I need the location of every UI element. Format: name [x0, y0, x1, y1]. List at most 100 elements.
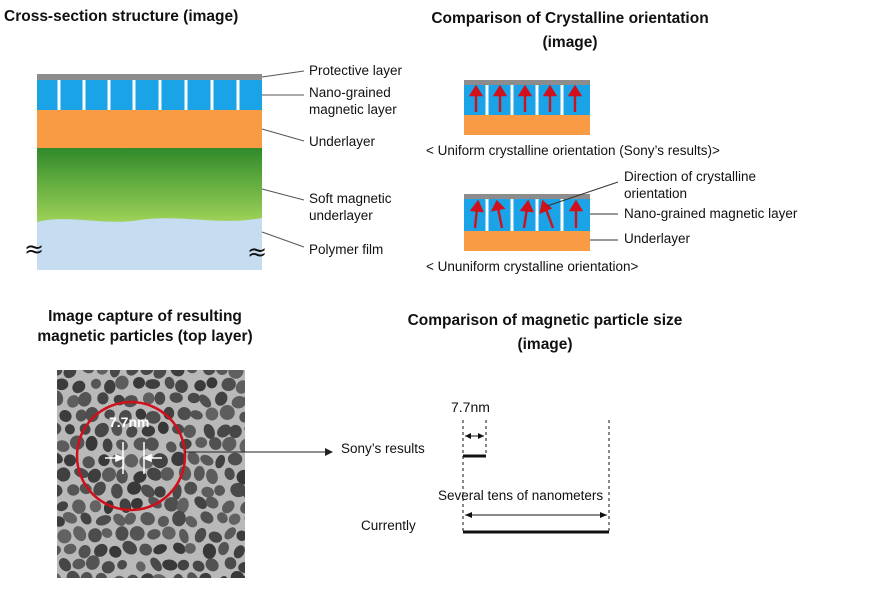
crystalline-heading-line1: Comparison of Crystalline orientation: [431, 10, 709, 27]
grain-cell: [101, 528, 113, 538]
grain-cell: [162, 559, 178, 571]
direction-label-line1: Direction of crystalline: [624, 169, 757, 184]
size-comparison: [462, 420, 610, 534]
grain-cell: [166, 441, 177, 453]
grain-cell: [231, 396, 245, 409]
grain-cell: [59, 410, 72, 422]
grain-cell: [82, 456, 95, 469]
break-symbol-right: ≈: [247, 238, 268, 266]
grain-cell: [64, 424, 75, 435]
grain-cell: [177, 559, 190, 571]
grain-cell: [269, 527, 284, 543]
grain-cell: [230, 482, 245, 498]
grain-cell: [154, 391, 166, 405]
grain-cell: [57, 390, 64, 406]
grain-cell: [208, 531, 223, 543]
grain-cell: [67, 395, 80, 408]
grain-cell: [90, 378, 102, 389]
grain-cell: [258, 362, 274, 377]
grain-cell: [218, 541, 229, 556]
grain-cell: [154, 486, 166, 498]
grain-cell: [236, 530, 245, 541]
protective-layer-label: Protective layer: [309, 63, 403, 78]
grain-cell: [233, 545, 245, 559]
uniform-arrows: [468, 84, 583, 112]
cross-section-leaders: [261, 70, 305, 248]
grain-cell: [57, 501, 68, 512]
grain-cell: [260, 542, 275, 555]
several-tens-label: Several tens of nanometers: [438, 488, 604, 503]
grain-cell: [57, 545, 61, 556]
grain-cell: [217, 512, 228, 524]
grain-cell: [141, 425, 156, 437]
scale-marker: [105, 442, 162, 474]
underlayer-label: Underlayer: [309, 134, 376, 149]
grain-cell: [126, 574, 139, 578]
grain-cell: [194, 527, 207, 543]
uniform-protective: [464, 80, 590, 85]
grain-cell: [184, 543, 196, 554]
grain-cell: [236, 469, 245, 485]
polymer-film: [37, 218, 262, 270]
grain-cell: [262, 585, 282, 590]
grain-cell: [203, 423, 215, 440]
grain-cell: [246, 452, 261, 467]
grain-cell: [87, 468, 102, 483]
grain-cell: [81, 370, 95, 374]
grain-cell: [157, 421, 169, 434]
grain-cell: [200, 511, 214, 524]
grain-cell: [150, 557, 162, 572]
grain-cell: [118, 410, 132, 425]
grain-cell: [157, 515, 169, 527]
grain-cell: [85, 407, 99, 422]
nonuniform-underlayer: [464, 231, 590, 251]
grain-cell: [205, 558, 219, 572]
grain-cell: [145, 437, 159, 451]
grain-cell: [238, 561, 245, 574]
crystalline-underlayer-label: Underlayer: [624, 231, 691, 246]
grain-cell: [116, 439, 128, 451]
grain-cell: [111, 483, 123, 499]
grain-cell: [201, 486, 215, 498]
grain-cell: [253, 528, 269, 544]
grain-cell: [159, 586, 179, 590]
grain-cell: [89, 586, 100, 590]
grain-cell: [129, 526, 145, 541]
grain-cell: [230, 570, 245, 578]
grain-cell: [124, 512, 136, 525]
grain-cell: [187, 392, 201, 404]
grain-cell: [95, 572, 108, 578]
grain-cell: [147, 529, 161, 540]
grain-cell: [93, 481, 106, 496]
grain-cell: [58, 558, 72, 572]
grain-cell: [229, 424, 242, 439]
nano-grained-magnetic-layer-label: Nano-grained magnetic layer: [624, 206, 798, 221]
grain-cell: [133, 471, 147, 484]
grain-cell: [72, 380, 86, 394]
grain-cell: [194, 496, 207, 509]
grain-cell: [153, 370, 167, 379]
grain-cell: [259, 453, 274, 464]
grain-cell: [57, 484, 63, 497]
nonuniform-protective: [464, 194, 590, 199]
grain-cell: [205, 496, 219, 509]
grain-cell: [235, 380, 245, 394]
grain-cell: [268, 409, 282, 423]
grain-cell: [169, 392, 183, 403]
grain-cell: [72, 499, 86, 514]
uniform-underlayer: [464, 115, 590, 135]
grain-cell: [124, 454, 139, 468]
grain-cell: [259, 481, 274, 496]
grain-cell: [64, 454, 76, 467]
grain-cell: [101, 561, 115, 574]
grain-cell: [244, 391, 245, 406]
grain-cell: [246, 363, 260, 379]
grain-cell: [205, 407, 219, 421]
grain-cell: [63, 370, 77, 379]
grain-cell: [251, 437, 267, 453]
grain-cell: [139, 543, 152, 556]
grain-cell: [199, 572, 212, 578]
grain-cell: [240, 501, 245, 514]
